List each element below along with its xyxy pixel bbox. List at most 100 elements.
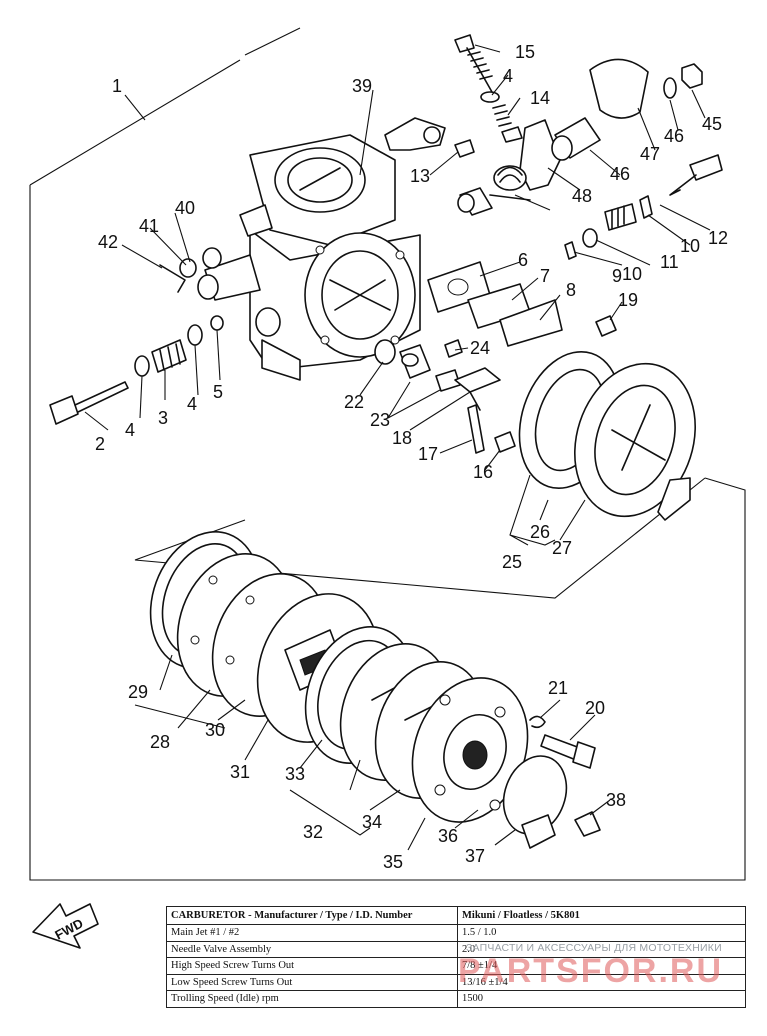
pin-9	[564, 241, 577, 260]
callout-3: 3	[158, 408, 168, 428]
leader-group-25	[509, 474, 586, 546]
spec-label: Main Jet #1 / #2	[166, 924, 458, 942]
callout-20: 20	[585, 698, 605, 718]
callout-9: 9	[612, 266, 622, 286]
callout-45: 45	[702, 114, 722, 134]
screw-16	[494, 431, 516, 453]
callout-25: 25	[502, 552, 522, 572]
watermark-tagline: ЗАПЧАСТИ И АКСЕССУАРЫ ДЛЯ МОТОТЕХНИКИ	[466, 942, 722, 954]
screw-19	[595, 315, 617, 337]
callout-4b: 4	[503, 66, 513, 86]
screw-24	[444, 339, 463, 358]
callout-47: 47	[640, 144, 660, 164]
callout-12: 12	[708, 228, 728, 248]
plate-27	[574, 362, 696, 521]
callout-26: 26	[530, 522, 550, 542]
callout-27: 27	[552, 538, 572, 558]
callout-2: 2	[95, 434, 105, 454]
callout-4c: 4	[187, 394, 197, 414]
cover-47	[589, 58, 649, 119]
callout-23: 23	[370, 410, 390, 430]
spec-label: Low Speed Screw Turns Out	[166, 973, 458, 991]
table-row: Low Speed Screw Turns Out 13/16 ±1/4	[166, 973, 746, 991]
fitting-18	[454, 367, 501, 411]
callout-6: 6	[518, 250, 528, 270]
callout-41: 41	[139, 216, 159, 236]
o-ring-22	[374, 339, 396, 365]
carburetor-spec-table: CARBURETOR - Manufacturer / Type / I.D. …	[166, 906, 746, 1008]
screw-13	[454, 139, 475, 158]
screw-38	[574, 811, 601, 837]
jets-23	[399, 344, 461, 392]
callout-8: 8	[566, 280, 576, 300]
callout-7: 7	[540, 266, 550, 286]
spec-label: High Speed Screw Turns Out	[166, 957, 458, 975]
clip-21	[529, 715, 546, 729]
high-speed-screw-assembly	[582, 154, 723, 248]
callout-21: 21	[548, 678, 568, 698]
spec-header-label: CARBURETOR - Manufacturer / Type / I.D. …	[166, 906, 458, 925]
table-row: Main Jet #1 / #2 1.5 / 1.0	[166, 924, 746, 942]
callout-10a: 10	[622, 264, 642, 284]
callout-13: 13	[410, 166, 430, 186]
leader-1	[124, 94, 146, 121]
idle-screw-assembly	[454, 34, 523, 143]
clip-42	[159, 264, 186, 293]
callout-33: 33	[285, 764, 305, 784]
callout-46b: 46	[610, 164, 630, 184]
pump-cover-35	[411, 677, 529, 823]
callout-14: 14	[530, 88, 550, 108]
callout-11: 11	[660, 252, 679, 272]
spec-label: Trolling Speed (Idle) rpm	[166, 990, 458, 1008]
callout-24: 24	[470, 338, 490, 358]
screw-20	[540, 734, 596, 769]
cap-37	[502, 755, 568, 849]
watermark-logo: PARTSFOR.RU	[458, 952, 724, 990]
callout-32: 32	[303, 822, 323, 842]
callout-39: 39	[352, 76, 372, 96]
callout-40: 40	[175, 198, 195, 218]
fwd-arrow: FWD	[32, 903, 99, 949]
callout-48: 48	[572, 186, 592, 206]
spec-value: 1500	[457, 990, 746, 1008]
spring-43	[489, 165, 531, 201]
callout-35: 35	[383, 852, 403, 872]
callout-15: 15	[515, 42, 535, 62]
table-row: High Speed Screw Turns Out 7/8 ±1/4	[166, 957, 746, 975]
spec-label: Needle Valve Assembly	[166, 940, 458, 958]
callout-37: 37	[465, 846, 485, 866]
cylinder-43	[457, 187, 493, 216]
cylinder-46	[551, 117, 601, 161]
callout-16: 16	[473, 462, 493, 482]
callout-17: 17	[418, 444, 438, 464]
table-row: Trolling Speed (Idle) rpm 1500	[166, 990, 746, 1008]
pin-17	[467, 404, 485, 454]
callout-22: 22	[344, 392, 364, 412]
leader-lines-lower	[134, 654, 611, 851]
callout-34: 34	[362, 812, 382, 832]
nut-45	[681, 63, 703, 89]
lever-nut	[423, 126, 441, 144]
spec-header-value: Mikuni / Floatless / 5K801	[457, 906, 746, 925]
callout-1: 1	[112, 76, 122, 96]
callout-36: 36	[438, 826, 458, 846]
callout-31: 31	[230, 762, 250, 782]
callout-18: 18	[392, 428, 412, 448]
washer-40	[202, 247, 222, 269]
callout-46a: 46	[664, 126, 684, 146]
carburetor-body	[197, 134, 421, 381]
callout-30: 30	[205, 720, 225, 740]
callout-10b: 10	[680, 236, 700, 256]
callout-29: 29	[128, 682, 148, 702]
callout-38: 38	[606, 790, 626, 810]
spec-value: 1.5 / 1.0	[457, 924, 746, 942]
spec-table-header: CARBURETOR - Manufacturer / Type / I.D. …	[166, 906, 746, 925]
assembly-boundary	[29, 27, 746, 881]
low-speed-screw-assembly	[49, 315, 224, 425]
callout-19: 19	[618, 290, 638, 310]
callout-5: 5	[213, 382, 223, 402]
callout-28: 28	[150, 732, 170, 752]
callout-4a: 4	[125, 420, 135, 440]
